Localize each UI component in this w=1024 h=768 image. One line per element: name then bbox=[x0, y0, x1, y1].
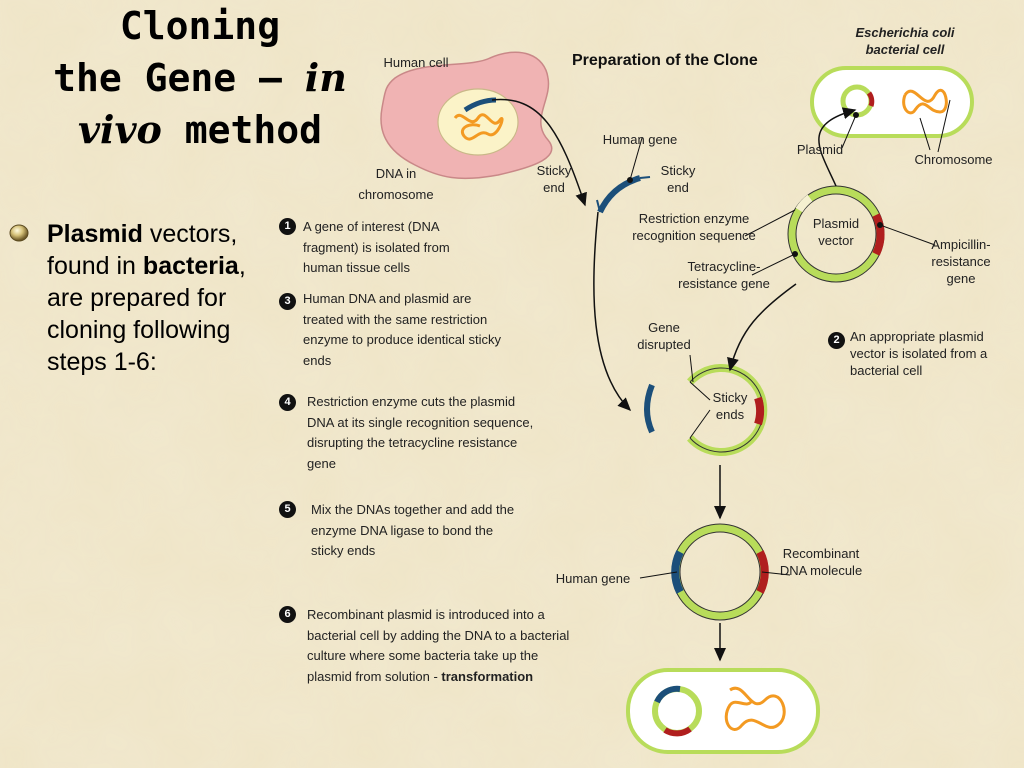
step-6-body: Recombinant plasmid is introduced into a… bbox=[307, 607, 570, 684]
human-gene-fragment bbox=[597, 175, 641, 214]
label-sticky-ends: Sticky ends bbox=[712, 390, 748, 422]
label-dna-in-chromosome: DNA in chromosome bbox=[358, 166, 434, 202]
step-6-number: 6 bbox=[279, 606, 296, 623]
cut-plasmid bbox=[687, 364, 768, 456]
label-sticky-end-right: Sticky end bbox=[660, 163, 696, 195]
bacterium-chromosome bbox=[724, 686, 786, 731]
bullet-plasmid: Plasmid bbox=[47, 220, 143, 248]
label-human-gene-top: Human gene bbox=[602, 132, 678, 147]
bullet-paragraph: Plasmid vectors, found in bacteria, are … bbox=[47, 218, 287, 378]
chromosome-dna bbox=[453, 113, 504, 141]
label-sticky-end-left: Sticky end bbox=[536, 163, 572, 195]
label-tet-gene: Tetracycline-resistance gene bbox=[678, 259, 770, 291]
step-6-text: Recombinant plasmid is introduced into a… bbox=[307, 605, 577, 687]
label-ecoli-2: bacterial cell bbox=[865, 42, 945, 57]
step-4-number: 4 bbox=[279, 394, 296, 411]
label-restriction-site: Restriction enzyme recognition sequence bbox=[632, 211, 756, 243]
label-human-gene-bottom: Human gene bbox=[555, 571, 631, 586]
label-plasmid: Plasmid bbox=[796, 142, 844, 157]
diagram-header: Preparation of the Clone bbox=[572, 52, 758, 69]
label-gene-disrupted: Gene disrupted bbox=[637, 320, 691, 352]
label-human-cell: Human cell bbox=[383, 55, 449, 70]
human-gene-fragment-2 bbox=[644, 383, 655, 434]
step-4-text: Restriction enzyme cuts the plasmid DNA … bbox=[307, 394, 534, 471]
step-2-text: An appropriate plasmid vector is isolate… bbox=[850, 329, 988, 378]
bullet-text-4: , are prepared for cloning following ste… bbox=[47, 252, 246, 376]
step-2-number: 2 bbox=[828, 332, 845, 349]
label-recombinant: Recombinant DNA molecule bbox=[779, 546, 863, 578]
nucleus bbox=[437, 88, 519, 156]
step-1-number: 1 bbox=[279, 218, 296, 235]
page-title: Cloning the Gene – in vivo method bbox=[30, 0, 370, 156]
label-ecoli: Escherichia coli bacterial cell bbox=[845, 24, 965, 58]
title-line-3: vivo method bbox=[30, 104, 370, 156]
step-1-text: A gene of interest (DNA fragment) is iso… bbox=[303, 219, 450, 275]
ecoli-cell bbox=[810, 66, 974, 138]
title-line-1: Cloning bbox=[119, 4, 281, 48]
title-line-2a: the Gene – bbox=[53, 56, 305, 100]
recombinant-plasmid bbox=[671, 523, 769, 621]
label-chromosome: Chromosome bbox=[914, 152, 993, 167]
label-ecoli-1: Escherichia coli bbox=[855, 25, 955, 40]
label-plasmid-vector: Plasmid vector bbox=[812, 216, 860, 248]
step-3-number: 3 bbox=[279, 293, 296, 310]
label-amp-gene: Ampicillin-resistance gene bbox=[931, 237, 991, 286]
step-5-number: 5 bbox=[279, 501, 296, 518]
step-6-bold: transformation bbox=[441, 668, 534, 684]
disc-bullet-icon bbox=[9, 224, 29, 242]
step-5-text: Mix the DNAs together and add the enzyme… bbox=[311, 502, 515, 558]
step-3-text: Human DNA and plasmid are treated with t… bbox=[303, 291, 501, 368]
bullet-text-2: vectors, found in bbox=[47, 220, 238, 280]
title-method: method bbox=[161, 108, 323, 152]
ecoli-chromosome bbox=[902, 88, 948, 115]
bullet-bacteria: bacteria bbox=[142, 252, 239, 280]
title-in: in bbox=[304, 55, 347, 100]
title-vivo: vivo bbox=[77, 107, 162, 152]
title-line-2: the Gene – in bbox=[30, 52, 370, 104]
plasmid-vector bbox=[787, 185, 885, 283]
